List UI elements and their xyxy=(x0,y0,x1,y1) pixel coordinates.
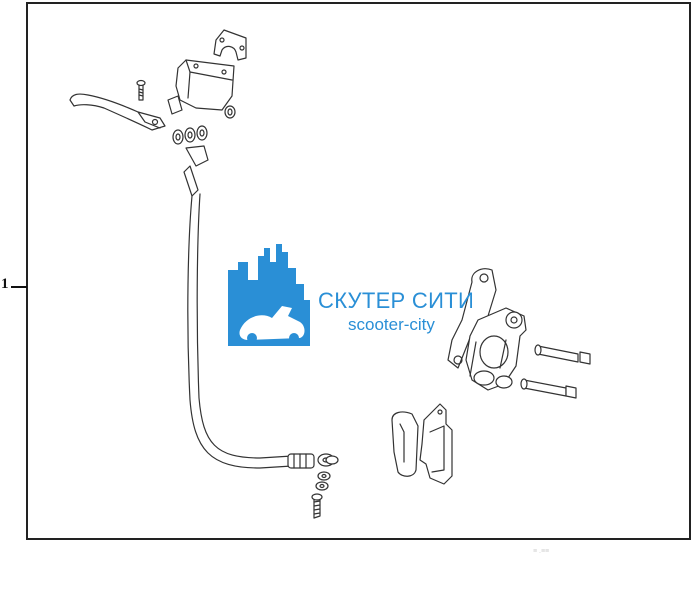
banjo-washers-icon xyxy=(172,125,208,145)
watermark-subtitle: scooter-city xyxy=(348,315,435,334)
lever-pivot-bolt-icon xyxy=(136,79,146,101)
footer-mark: ≡ .≡≡ xyxy=(533,548,550,555)
scooter-city-logo-icon xyxy=(228,244,310,346)
callout-leader-line xyxy=(11,286,27,288)
caliper-mount-bolts-icon xyxy=(520,344,591,399)
diagram-frame xyxy=(26,2,691,540)
master-cylinder-clamp-icon xyxy=(213,29,247,61)
watermark-title: СКУТЕР СИТИ xyxy=(318,288,475,313)
brake-pads-icon xyxy=(391,403,453,485)
brake-caliper-icon xyxy=(447,268,527,391)
banjo-bolt-icon xyxy=(311,455,339,519)
brake-lever-icon xyxy=(69,93,166,131)
master-cylinder-icon xyxy=(167,59,236,119)
callout-number: 1 xyxy=(1,276,9,292)
